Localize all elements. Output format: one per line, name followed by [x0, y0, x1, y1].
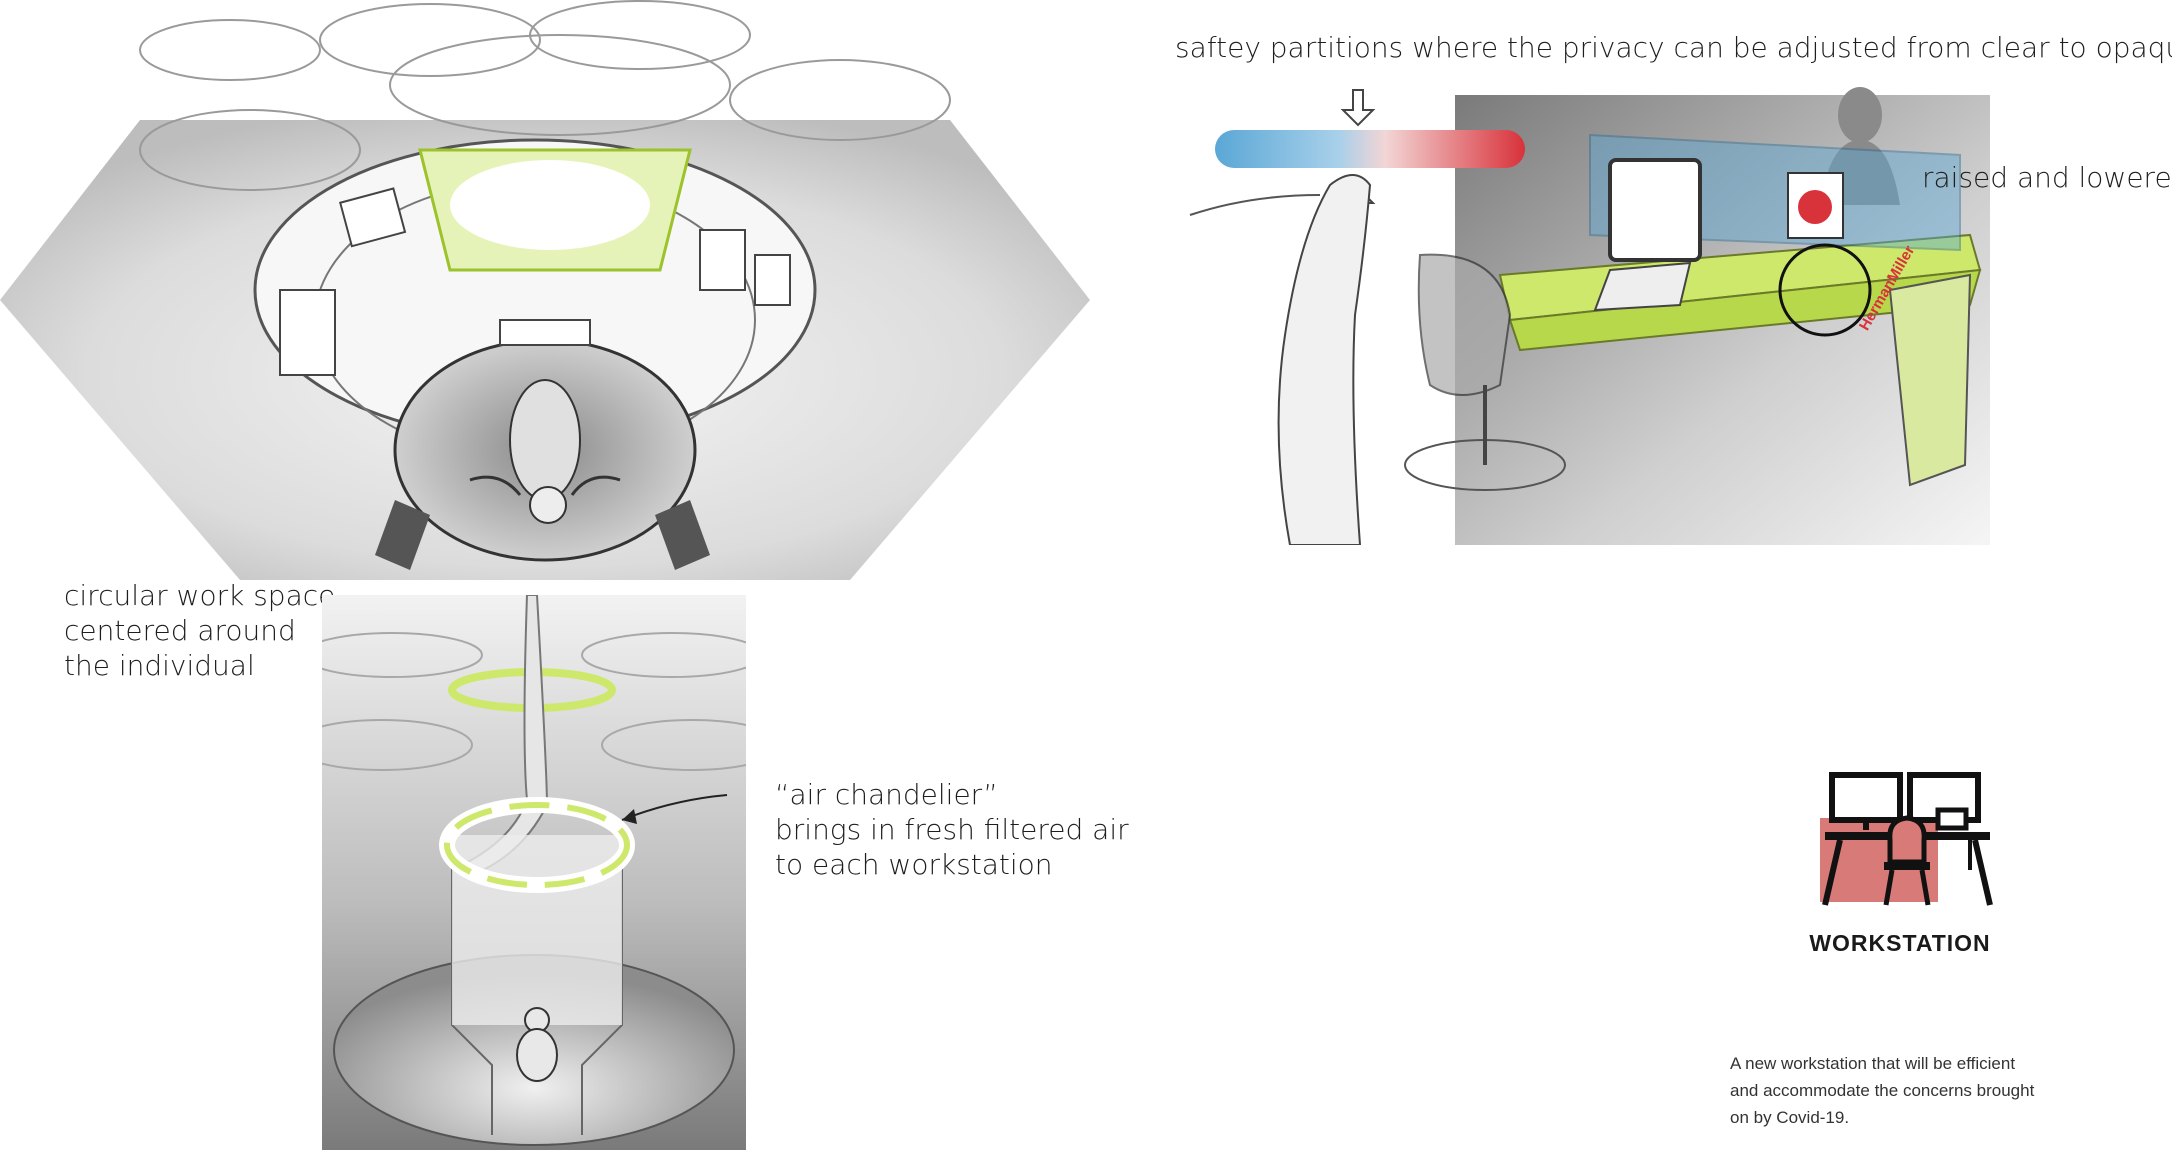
circular-workspace-label-3: the individual: [64, 649, 255, 682]
workstation-description-line-2: and accommodate the concerns brought: [1730, 1081, 2035, 1100]
air-chandelier-label-2: brings in fresh filtered air: [775, 813, 1129, 846]
partitions-label: saftey partitions where the privacy can …: [1175, 31, 2172, 64]
circular-workspace-sketch: [0, 0, 1090, 580]
circular-workspace-label-1: circular work space-: [64, 579, 346, 612]
workstation-desk-icon: [1820, 770, 1995, 920]
air-chandelier-label-1: “air chandelier”: [775, 778, 998, 811]
air-chandelier-sketch: [322, 595, 746, 1150]
circular-workspace-label-2: centered around: [64, 614, 296, 647]
workstation-description: A new workstation that will be efficient…: [1730, 1050, 2070, 1131]
workstation-description-line-3: on by Covid-19.: [1730, 1108, 1850, 1127]
workstation-description-line-1: A new workstation that will be efficient: [1730, 1054, 2016, 1073]
raised-lowered-label: raised and lowered: [1922, 161, 2172, 194]
workstation-title: WORKSTATION: [1809, 930, 1991, 956]
air-chandelier-label-3: to each workstation: [775, 848, 1053, 881]
desk-partition-sketch: [1170, 85, 1990, 545]
